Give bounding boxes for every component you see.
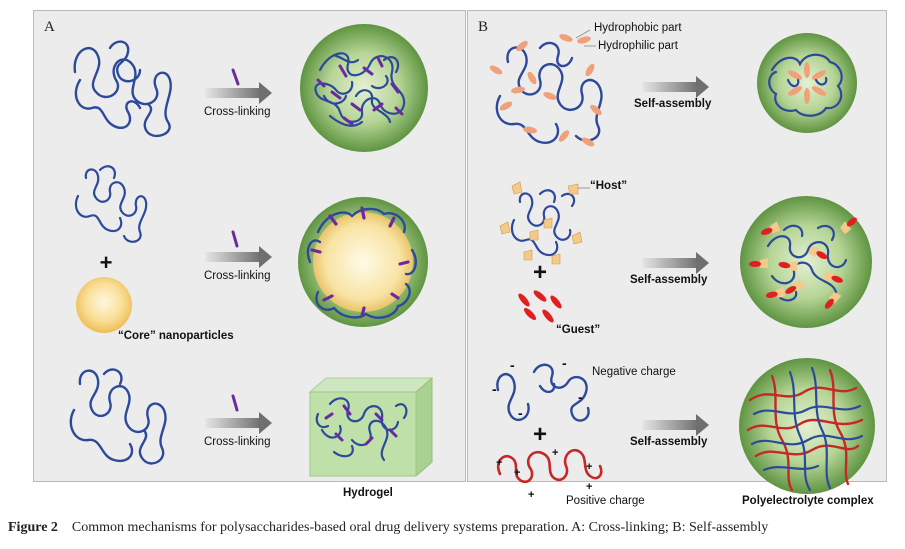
plus-sign-b2: + <box>533 421 547 448</box>
polymer-coil-a1 <box>73 40 172 138</box>
polymer-coil-a2 <box>74 165 148 243</box>
caption-text: Common mechanisms for polysaccharides-ba… <box>71 520 769 535</box>
arrow-b3 <box>642 414 709 436</box>
arrow-b1 <box>642 76 709 98</box>
crosslinked-sphere-a1 <box>300 24 428 152</box>
plus-charge-6: + <box>586 481 592 493</box>
hydrophobic-part-label: Hydrophobic part <box>594 22 682 34</box>
host-polymer <box>499 181 590 265</box>
core-shell-sphere <box>298 197 428 327</box>
guest-label: “Guest” <box>556 324 601 336</box>
plus-charge-4: + <box>552 447 558 459</box>
arrow-a1 <box>205 82 272 104</box>
plus-sign-a: + <box>100 250 113 275</box>
minus-sign-4: - <box>562 355 567 371</box>
positive-polymer: + + + + + + <box>496 447 603 501</box>
crosslinker-icon-a2 <box>231 230 239 248</box>
figure-number: Figure 2 <box>8 520 58 535</box>
cross-linking-label-1: Cross-linking <box>204 106 271 118</box>
hydrogel-block <box>308 376 434 478</box>
host-guest-sphere <box>740 196 872 328</box>
guest-molecules <box>518 290 562 323</box>
amphiphilic-polymer <box>489 29 603 147</box>
micelle-sphere <box>757 33 857 133</box>
self-assembly-label-1: Self-assembly <box>634 98 712 110</box>
panel-a-label: A <box>44 19 55 35</box>
arrow-a2 <box>205 246 272 268</box>
polymer-coil-a3 <box>69 368 167 465</box>
negative-polymer: - - - - - <box>492 355 590 422</box>
hydrophilic-part-label: Hydrophilic part <box>598 40 678 52</box>
arrow-b2 <box>642 252 709 274</box>
core-nanoparticle <box>76 277 132 333</box>
minus-sign-5: - <box>578 389 583 405</box>
cross-linking-label-3: Cross-linking <box>204 436 271 448</box>
arrow-a3 <box>205 412 272 434</box>
cross-linking-label-2: Cross-linking <box>204 270 271 282</box>
plus-charge-5: + <box>586 461 592 473</box>
figure-caption: Figure 2 Common mechanisms for polysaccha… <box>8 520 768 536</box>
host-label: “Host” <box>590 180 628 192</box>
crosslinker-icon-a3 <box>231 394 239 412</box>
positive-charge-label: Positive charge <box>566 495 645 507</box>
hydrogel-label: Hydrogel <box>343 487 393 499</box>
self-assembly-label-2: Self-assembly <box>630 274 708 286</box>
minus-sign-2: - <box>492 381 497 397</box>
plus-charge-1: + <box>496 457 502 469</box>
self-assembly-label-3: Self-assembly <box>630 436 708 448</box>
panel-b-label: B <box>478 19 489 35</box>
crosslinker-icon-a1 <box>231 68 240 86</box>
core-nanoparticles-label: “Core” nanoparticles <box>118 330 234 342</box>
polyelectrolyte-complex-label: Polyelectrolyte complex <box>742 495 874 507</box>
plus-charge-3: + <box>528 489 534 501</box>
plus-charge-2: + <box>514 467 520 479</box>
polyelectrolyte-sphere <box>739 358 875 494</box>
minus-sign-3: - <box>518 405 523 421</box>
plus-sign-b1: + <box>533 259 547 286</box>
minus-sign-1: - <box>510 357 515 373</box>
negative-charge-label: Negative charge <box>592 366 676 378</box>
